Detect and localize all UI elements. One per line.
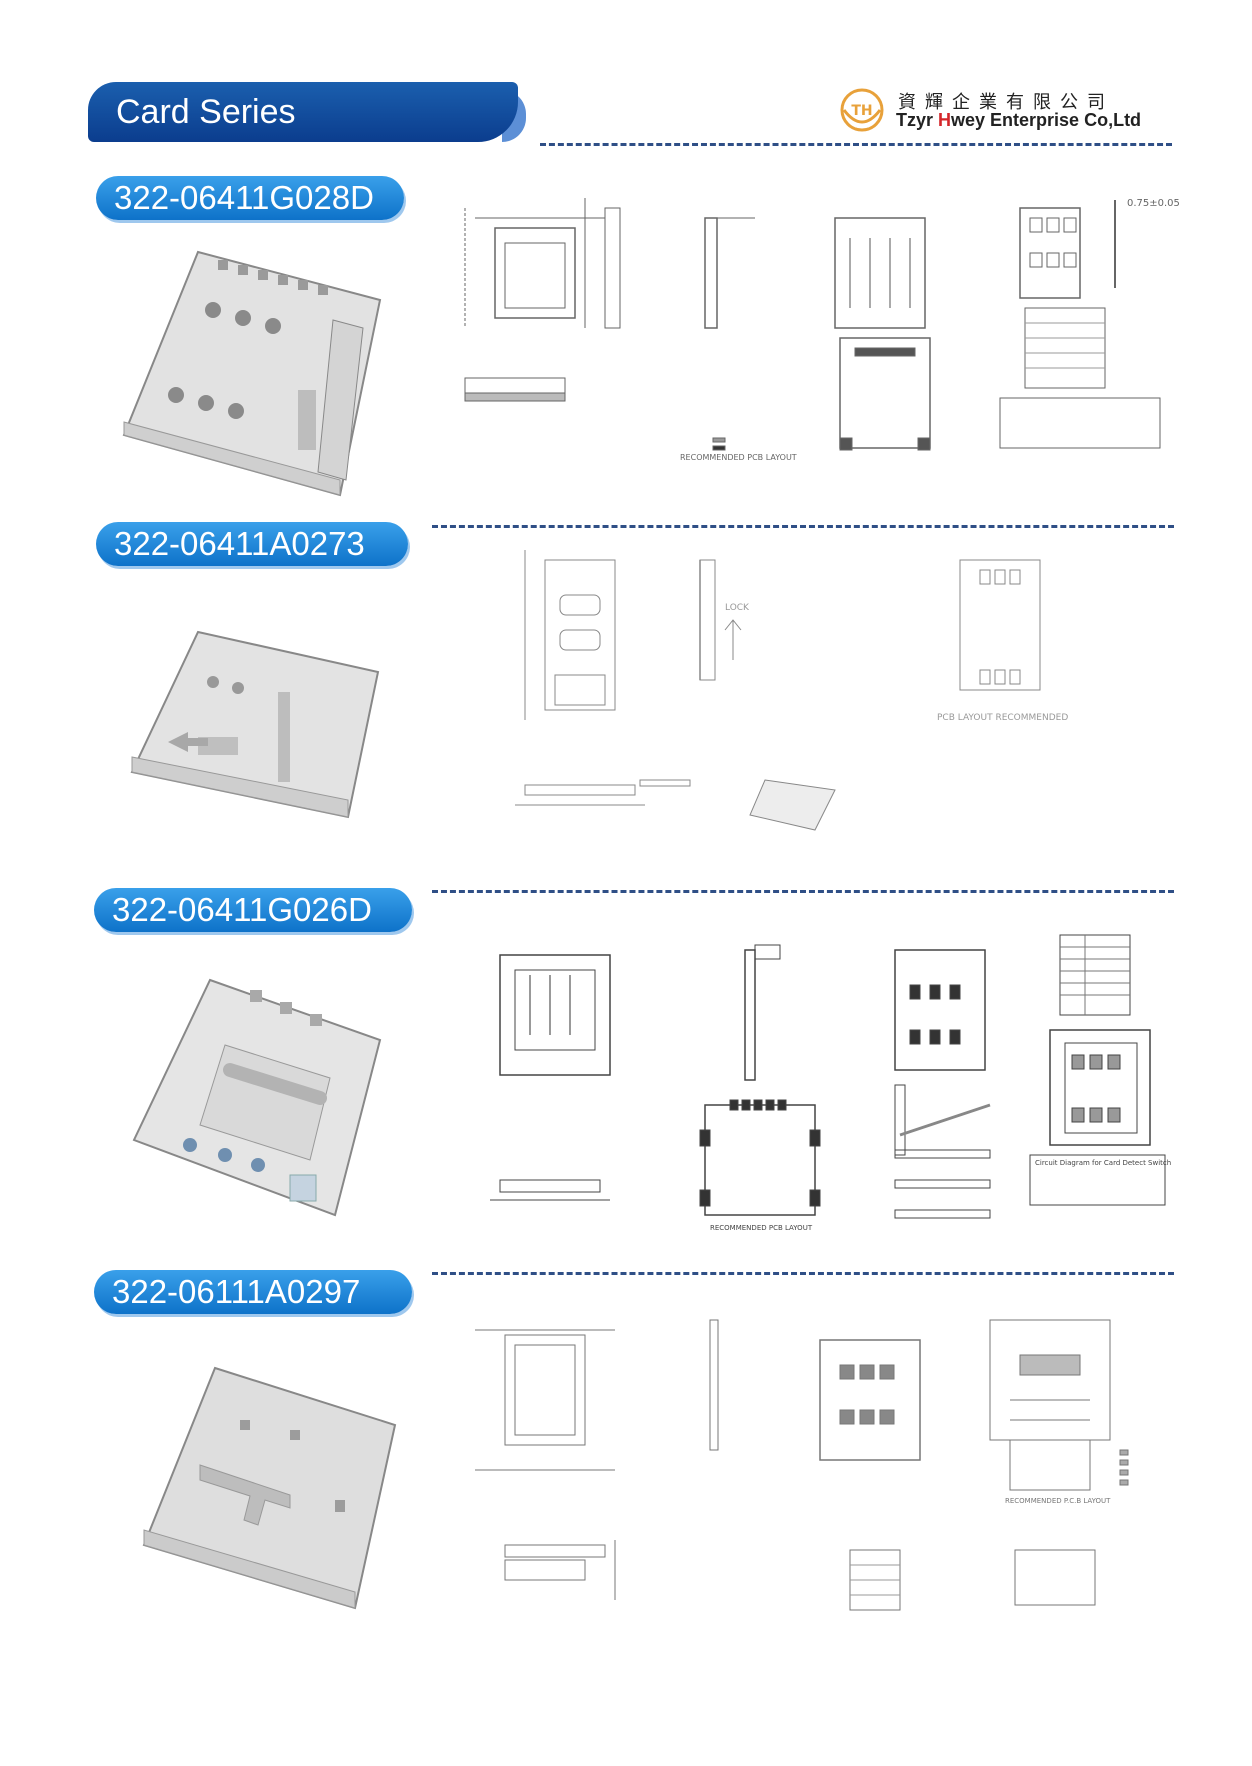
company-logo: TH 資輝企業有限公司 Tzyr Hwey Enterprise Co,Ltd	[838, 88, 1168, 136]
part-number-pill: 322-06411A0273	[96, 522, 408, 566]
logo-emblem-icon: TH	[840, 88, 884, 132]
part-number: 322-06411A0273	[114, 525, 365, 562]
part-number-pill: 322-06111A0297	[94, 1270, 412, 1314]
part-number: 322-06411G026D	[112, 891, 372, 928]
technical-drawings-section-3: Circuit Diagram for Card Detect Switch R…	[490, 934, 1171, 1232]
pcb-layout-note: RECOMMENDED PCB LAYOUT	[710, 1224, 813, 1232]
pcb-layout-note: RECOMMENDED PCB LAYOUT	[680, 453, 797, 462]
series-title-tab: Card Series	[88, 82, 526, 142]
technical-drawings-section-1: 0.75±0.05 RECOMMENDED PCB LAYOUT	[464, 198, 1180, 462]
section-divider	[432, 525, 1174, 528]
pcb-layout-note: RECOMMENDED P.C.B LAYOUT	[1005, 1497, 1111, 1505]
logo-letters: TH	[851, 103, 872, 119]
circuit-diagram-label: Circuit Diagram for Card Detect Switch	[1035, 1159, 1171, 1167]
product-image-sim-connector	[142, 1366, 397, 1610]
product-image-sim-connector	[122, 250, 382, 497]
technical-drawings-section-4: RECOMMENDED P.C.B LAYOUT	[475, 1319, 1129, 1611]
product-image-sim-connector	[132, 978, 382, 1217]
dim-label: 0.75±0.05	[1127, 198, 1180, 209]
company-name-en-prefix: Tzyr	[896, 110, 939, 130]
pcb-layout-label: PCB LAYOUT RECOMMENDED	[937, 713, 1068, 723]
section-divider	[432, 1272, 1174, 1275]
part-number: 322-06111A0297	[112, 1273, 361, 1310]
company-name-en-suffix: wey Enterprise Co,Ltd	[951, 110, 1142, 130]
company-name-en-h: H	[938, 110, 952, 130]
header-divider	[540, 143, 1172, 146]
company-name-en: Tzyr Hwey Enterprise Co,Ltd	[896, 110, 1141, 131]
series-title: Card Series	[116, 93, 296, 131]
section-divider	[432, 890, 1174, 893]
company-name-cn: 資輝企業有限公司	[898, 92, 1114, 113]
part-number-pill: 322-06411G028D	[96, 176, 404, 220]
technical-drawings-section-2: LOCK PCB LAYOUT RECOMMENDED	[515, 550, 1068, 831]
part-number: 322-06411G028D	[114, 179, 374, 216]
product-image-sim-connector	[130, 630, 380, 819]
lock-label: LOCK	[725, 603, 750, 613]
part-number-pill: 322-06411G026D	[94, 888, 412, 932]
